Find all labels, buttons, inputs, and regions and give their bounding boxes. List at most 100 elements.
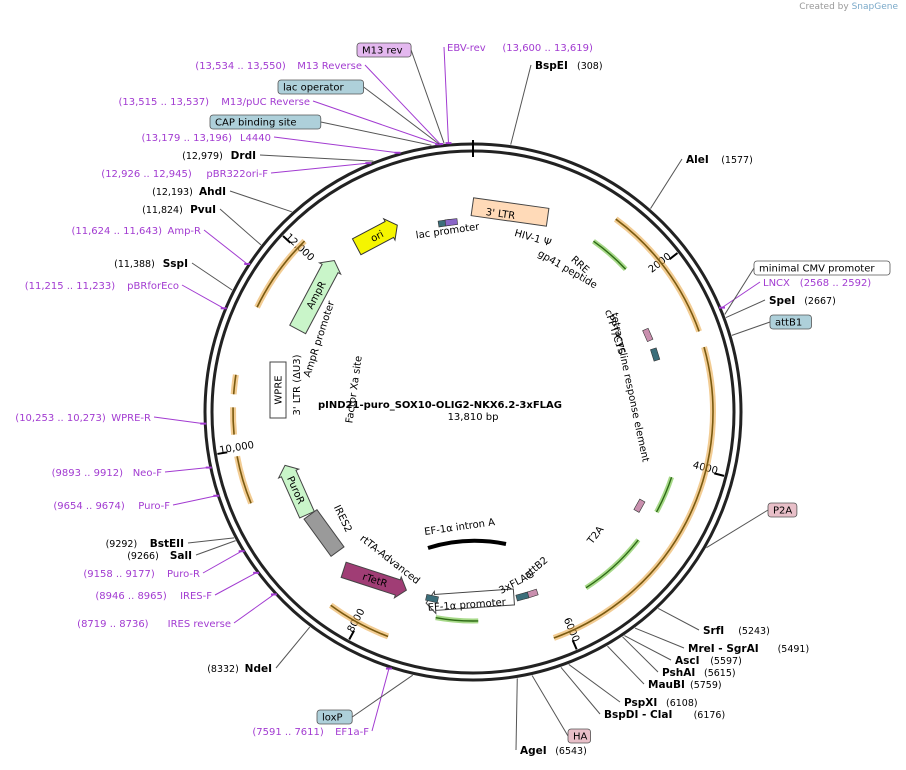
primer-label: Puro-R(9158 .. 9177) xyxy=(83,569,200,580)
site-name: NdeI xyxy=(245,663,272,675)
site-name: AhdI xyxy=(199,186,226,198)
leader-line xyxy=(275,626,311,669)
credit: Created by SnapGene xyxy=(799,2,898,12)
leader-line xyxy=(172,495,217,506)
feature-tag-text: attB1 xyxy=(775,318,802,329)
feature-marker xyxy=(633,498,646,513)
primer-label: L4440(13,179 .. 13,196) xyxy=(142,133,272,144)
restriction-site-label: AleI(1577) xyxy=(686,154,753,166)
feature-shape: ori xyxy=(351,217,398,256)
leader-line xyxy=(229,190,292,213)
leader-line xyxy=(515,678,518,751)
feature-marker xyxy=(425,593,439,604)
primer-range: (9654 .. 9674) xyxy=(53,501,125,512)
feature-tag-box xyxy=(769,314,812,330)
feature-tag: P2A xyxy=(767,502,798,518)
primer-name: pBRforEco xyxy=(127,281,179,292)
feature-marker xyxy=(650,347,661,362)
tick-mark xyxy=(348,630,355,640)
leader-line xyxy=(658,607,700,631)
site-position: (5491) xyxy=(778,644,810,655)
leader-line xyxy=(259,154,374,162)
feature-marker xyxy=(444,218,458,227)
site-name: BstEII xyxy=(150,538,184,550)
feature-body xyxy=(269,361,287,419)
restriction-site-label: AscI (5597) xyxy=(675,655,742,667)
primer-name: pBR322ori-F xyxy=(206,169,268,180)
site-position: (11,388) xyxy=(114,259,155,270)
leader-line xyxy=(634,627,685,649)
leader-line xyxy=(364,64,441,145)
restriction-site-label: SspI(11,388) xyxy=(114,258,188,270)
leader-line xyxy=(181,284,224,309)
leader-line xyxy=(214,572,257,596)
primer-range: (8946 .. 8965) xyxy=(95,591,167,602)
site-position: (5597) xyxy=(710,656,742,667)
restriction-site-label: PvuI(11,824) xyxy=(142,204,216,216)
feature-body xyxy=(289,260,342,335)
site-name: BspDI - ClaI xyxy=(604,709,672,721)
site-name: SalI xyxy=(170,550,192,562)
feature-body xyxy=(351,217,398,256)
feature-arc-halo xyxy=(254,238,307,309)
primer-name: M13 Reverse xyxy=(297,61,362,72)
site-position: (5243) xyxy=(738,626,770,637)
feature-tag-text: loxP xyxy=(322,713,343,724)
leader-line xyxy=(312,100,439,145)
feature-arc xyxy=(256,240,306,308)
site-name: MauBI xyxy=(648,679,685,691)
feature-tag-text: P2A xyxy=(773,506,792,517)
feature-shape xyxy=(303,508,345,558)
primer-label: EF1a-F(7591 .. 7611) xyxy=(252,727,369,738)
primer-name: LNCX xyxy=(763,278,790,289)
site-position: (9292) xyxy=(106,539,138,550)
feature-tag: M13 rev xyxy=(356,42,412,58)
site-name: SrfI xyxy=(703,625,724,637)
primer-label: IRES reverse(8719 .. 8736) xyxy=(77,619,231,630)
tick-mark xyxy=(282,235,292,244)
site-position: (308) xyxy=(577,61,603,72)
site-position: (9266) xyxy=(127,551,159,562)
primer-range: (9893 .. 9912) xyxy=(52,468,124,479)
primer-range: (12,926 .. 12,945) xyxy=(101,169,192,180)
site-position: (5759) xyxy=(690,680,722,691)
feature-shape: rTetR xyxy=(340,561,407,600)
leader-line xyxy=(724,267,755,315)
credit-brand: SnapGene xyxy=(851,2,898,12)
leader-lines xyxy=(153,46,771,751)
leader-line xyxy=(725,299,766,319)
inner-feature-label: HIV-1 Ψ xyxy=(513,228,552,249)
restriction-site-label: AhdI (12,193) xyxy=(152,186,226,198)
feature-shape: WPRE xyxy=(269,361,287,419)
leader-line xyxy=(607,645,645,685)
feature-label: WPRE xyxy=(274,375,285,404)
restriction-site-label: PspXI(6108) xyxy=(624,697,698,709)
primer-label: Puro-F (9654 .. 9674) xyxy=(53,501,170,512)
primer-range: (11,215 .. 11,233) xyxy=(25,281,116,292)
feature-tag-box xyxy=(767,502,798,518)
restriction-site-label: AgeI(6543) xyxy=(520,745,587,757)
feature-body xyxy=(277,464,315,519)
inner-feature-label: 3' LTR xyxy=(485,207,516,222)
tick-mark xyxy=(571,639,578,650)
leader-line xyxy=(191,262,233,291)
leader-line xyxy=(568,664,621,703)
primer-range: (2568 .. 2592) xyxy=(800,278,872,289)
feature-tag: minimal CMV promoter xyxy=(753,260,891,276)
primer-name: Puro-F xyxy=(138,501,170,512)
plasmid-length: 13,810 bp xyxy=(448,412,499,423)
leader-line xyxy=(531,675,569,737)
inner-feature-label: gp41 peptide xyxy=(536,248,599,291)
site-position: (5615) xyxy=(704,668,736,679)
feature-arcs xyxy=(230,216,716,641)
primer-name: Puro-R xyxy=(167,569,200,580)
site-name: AscI xyxy=(675,655,700,667)
leader-line xyxy=(219,208,262,246)
site-position: (12,193) xyxy=(152,187,193,198)
primer-name: M13/pUC Reverse xyxy=(221,97,310,108)
feature-arc xyxy=(615,218,700,332)
site-position: (1577) xyxy=(721,155,753,166)
leader-line xyxy=(351,674,413,718)
leader-line xyxy=(706,509,769,549)
feature-tag-box xyxy=(753,260,891,276)
